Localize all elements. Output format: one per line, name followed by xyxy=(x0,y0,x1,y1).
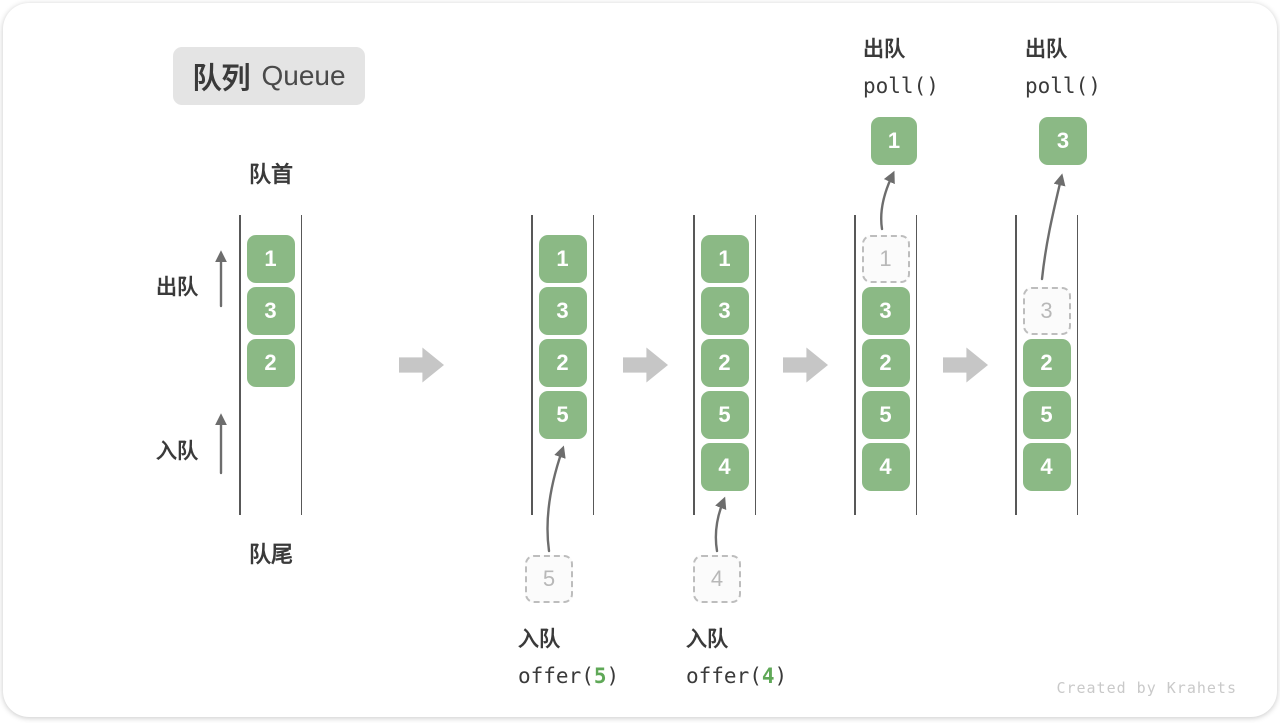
offer-op-label: 入队 offer(5) xyxy=(518,623,619,688)
offer-op-zh: 入队 xyxy=(686,628,728,651)
transition-arrow-icon xyxy=(783,347,828,383)
queue-cell: 5 xyxy=(861,391,910,439)
offer-code-pre: offer( xyxy=(518,664,594,688)
queue-cell: 2 xyxy=(700,339,749,387)
offer-op-label: 入队 offer(4) xyxy=(686,623,787,688)
queue-wall-left xyxy=(1015,215,1017,515)
poll-op-label: 出队 poll() xyxy=(1025,33,1101,98)
offer-code-arg: 5 xyxy=(593,664,607,688)
poll-code-label: poll() xyxy=(863,74,939,98)
queue-cell: 4 xyxy=(861,443,910,491)
queue-cell: 1 xyxy=(246,235,295,283)
watermark: Created by Krahets xyxy=(1056,679,1237,697)
queue-wall-right xyxy=(300,215,302,515)
title-en: Queue xyxy=(261,60,346,91)
transition-arrow-icon xyxy=(943,347,988,383)
polled-value-box: 1 xyxy=(871,117,917,165)
queue-wall-left xyxy=(693,215,695,515)
poll-op-label: 出队 poll() xyxy=(863,33,939,98)
removed-value-box: 1 xyxy=(861,235,910,283)
dequeue-direction-label: 出队 xyxy=(156,276,198,299)
queue-cell: 4 xyxy=(1022,443,1071,491)
queue-wall-left xyxy=(239,215,241,515)
title-zh: 队列 xyxy=(192,63,251,95)
queue-cell: 1 xyxy=(538,235,587,283)
poll-code-label: poll() xyxy=(1025,74,1101,98)
offer-code-arg: 4 xyxy=(761,664,775,688)
queue-rear-label: 队尾 xyxy=(248,542,293,567)
offer-code-post: ) xyxy=(774,664,788,688)
queue-cell: 2 xyxy=(538,339,587,387)
queue-cell: 2 xyxy=(861,339,910,387)
queue-wall-right xyxy=(592,215,594,515)
queue-cell: 4 xyxy=(700,443,749,491)
queue-cell: 1 xyxy=(700,235,749,283)
poll-op-zh: 出队 xyxy=(863,38,905,61)
queue-state-4: 1 3 2 5 4 xyxy=(854,215,917,515)
queue-cell: 3 xyxy=(700,287,749,335)
title-badge: 队列 Queue xyxy=(173,47,365,105)
queue-wall-right xyxy=(754,215,756,515)
queue-wall-left xyxy=(854,215,856,515)
offer-code-pre: offer( xyxy=(686,664,762,688)
transition-arrow-icon xyxy=(623,347,668,383)
queue-cell: 3 xyxy=(246,287,295,335)
polled-value-box: 3 xyxy=(1039,117,1087,165)
queue-wall-left xyxy=(531,215,533,515)
queue-cell: 3 xyxy=(538,287,587,335)
offer-code-label: offer(5) xyxy=(518,664,619,688)
queue-cell: 2 xyxy=(246,339,295,387)
queue-cell: 5 xyxy=(1022,391,1071,439)
queue-state-5: 3 2 5 4 xyxy=(1015,215,1078,515)
queue-cell: 5 xyxy=(538,391,587,439)
removed-value-box: 3 xyxy=(1022,287,1071,335)
offer-code-label: offer(4) xyxy=(686,664,787,688)
staged-value-box: 5 xyxy=(525,555,573,603)
queue-state-3: 1 3 2 5 4 xyxy=(693,215,756,515)
queue-wall-right xyxy=(1076,215,1078,515)
queue-wall-right xyxy=(915,215,917,515)
transition-arrow-icon xyxy=(399,347,444,383)
queue-front-label: 队首 xyxy=(248,162,293,187)
queue-cell: 5 xyxy=(700,391,749,439)
queue-state-2: 1 3 2 5 xyxy=(531,215,594,515)
queue-cell: 3 xyxy=(861,287,910,335)
offer-op-zh: 入队 xyxy=(518,628,560,651)
offer-code-post: ) xyxy=(606,664,620,688)
queue-state-1: 1 3 2 xyxy=(239,215,302,515)
queue-cell: 2 xyxy=(1022,339,1071,387)
staged-value-box: 4 xyxy=(693,555,741,603)
poll-op-zh: 出队 xyxy=(1025,38,1067,61)
enqueue-direction-label: 入队 xyxy=(156,440,198,463)
queue-diagram-card: 队列 Queue 队首 队尾 出队 入队 1 3 2 1 3 2 5 1 3 2… xyxy=(3,3,1277,717)
